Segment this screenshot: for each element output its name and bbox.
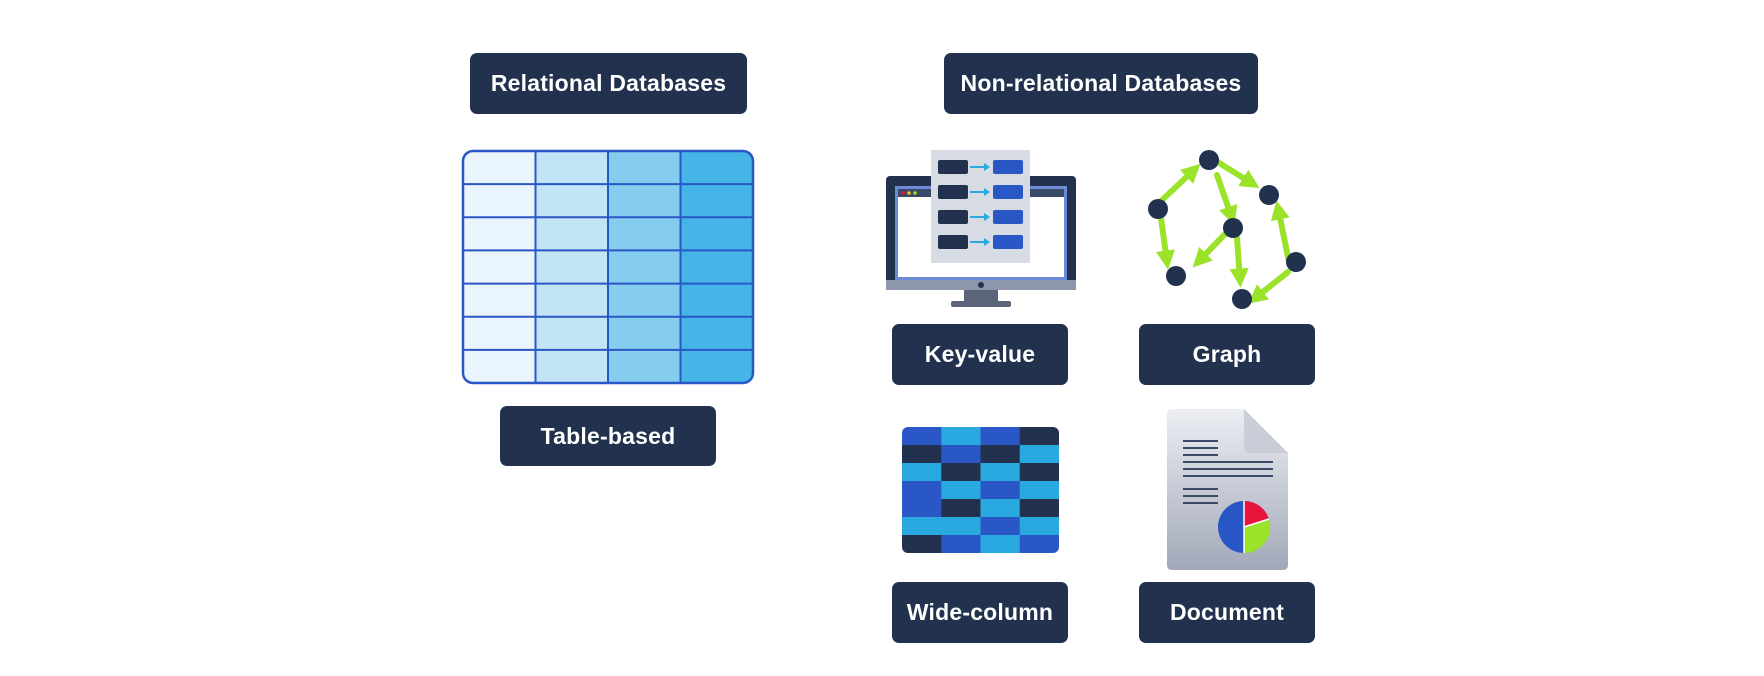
wide-column-label: Wide-column [892,582,1068,643]
relational-databases-header: Relational Databases [470,53,747,114]
document-pie-icon [1166,409,1290,571]
graph-label: Graph [1139,324,1315,385]
non-relational-databases-header: Non-relational Databases [944,53,1258,114]
table-based-label: Table-based [500,406,716,466]
graph-network-icon [1140,146,1310,310]
document-label: Document [1139,582,1315,643]
table-grid-icon [461,149,755,385]
key-value-label: Key-value [892,324,1068,385]
wide-column-grid-icon [902,427,1059,553]
key-value-monitor-icon [884,150,1078,310]
